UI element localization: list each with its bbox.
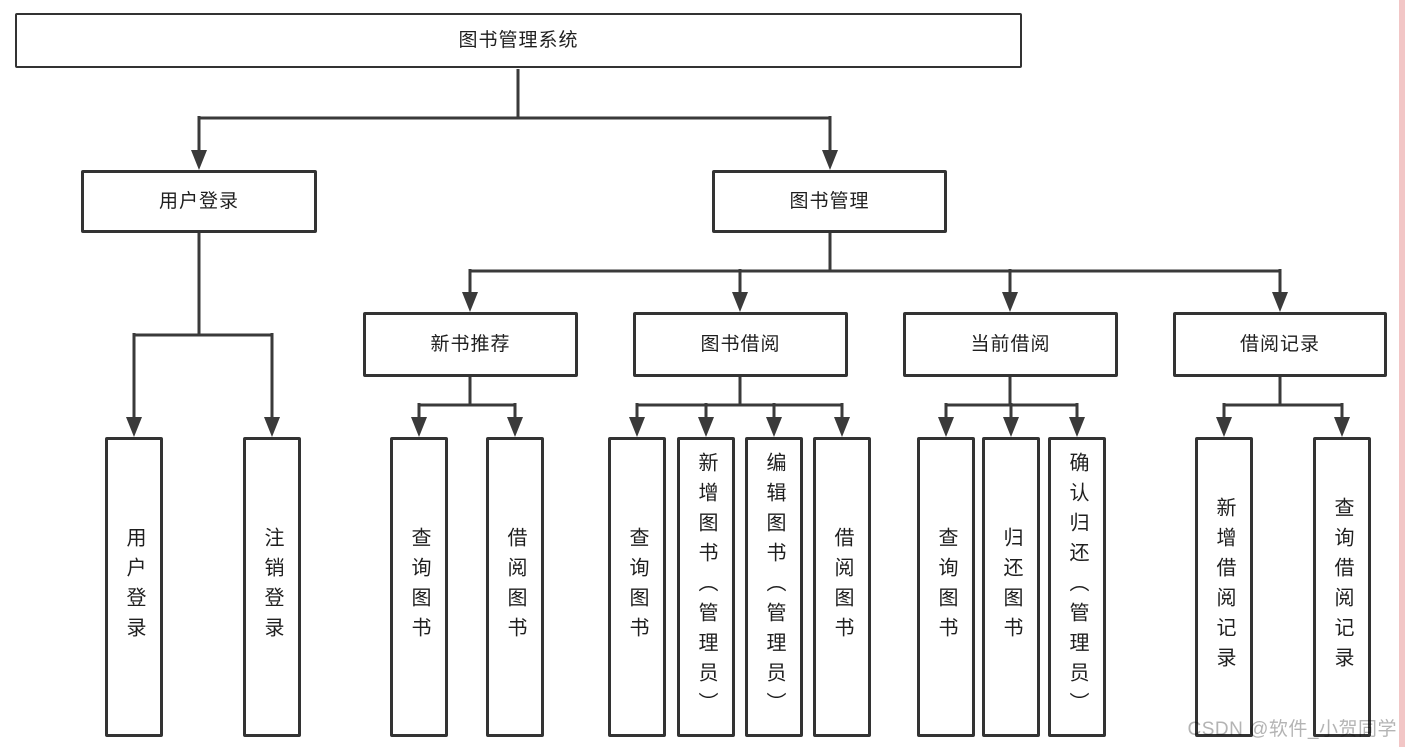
- leaf-add-borrow-record: 新增借阅记录: [1195, 437, 1253, 737]
- leaf-borrow-books-recommend: 借阅图书: [486, 437, 544, 737]
- node-borrowing-records: 借阅记录: [1173, 312, 1387, 377]
- leaf-edit-book-admin: 编辑图书（管理员）: [745, 437, 803, 737]
- leaf-query-borrow-record: 查询借阅记录: [1313, 437, 1371, 737]
- node-book-management-label: 图书管理: [789, 191, 870, 212]
- node-new-book-recommend: 新书推荐: [363, 312, 578, 377]
- node-root-label: 图书管理系统: [458, 30, 579, 51]
- leaf-query-books-current: 查询图书: [917, 437, 975, 737]
- leaf-confirm-return-admin-label: 确认归还（管理员）: [1066, 452, 1088, 722]
- node-root: 图书管理系统: [15, 13, 1022, 68]
- leaf-return-books-label: 归还图书: [1000, 527, 1022, 647]
- node-current-borrowing-label: 当前借阅: [970, 334, 1051, 355]
- leaf-add-borrow-record-label: 新增借阅记录: [1213, 497, 1235, 677]
- node-borrowing-records-label: 借阅记录: [1239, 334, 1320, 355]
- node-user-login-label: 用户登录: [158, 191, 239, 212]
- right-edge-strip: [1399, 0, 1405, 747]
- leaf-borrow-books-recommend-label: 借阅图书: [504, 527, 526, 647]
- leaf-query-books-borrowing-label: 查询图书: [626, 527, 648, 647]
- leaf-edit-book-admin-label: 编辑图书（管理员）: [763, 452, 785, 722]
- leaf-add-book-admin: 新增图书（管理员）: [677, 437, 735, 737]
- leaf-return-books: 归还图书: [982, 437, 1040, 737]
- node-new-book-recommend-label: 新书推荐: [430, 334, 511, 355]
- watermark: CSDN @软件_小贺同学: [1187, 719, 1397, 740]
- leaf-logout: 注销登录: [243, 437, 301, 737]
- leaf-logout-label: 注销登录: [261, 527, 283, 647]
- leaf-confirm-return-admin: 确认归还（管理员）: [1048, 437, 1106, 737]
- leaf-query-books-recommend-label: 查询图书: [408, 527, 430, 647]
- leaf-query-borrow-record-label: 查询借阅记录: [1331, 497, 1353, 677]
- leaf-borrow-books-borrowing-label: 借阅图书: [831, 527, 853, 647]
- leaf-borrow-books-borrowing: 借阅图书: [813, 437, 871, 737]
- leaf-query-books-recommend: 查询图书: [390, 437, 448, 737]
- leaf-query-books-borrowing: 查询图书: [608, 437, 666, 737]
- node-book-management: 图书管理: [712, 170, 947, 233]
- node-book-borrowing: 图书借阅: [633, 312, 848, 377]
- node-user-login: 用户登录: [81, 170, 317, 233]
- leaf-user-login: 用户登录: [105, 437, 163, 737]
- leaf-query-books-current-label: 查询图书: [935, 527, 957, 647]
- node-book-borrowing-label: 图书借阅: [700, 334, 781, 355]
- node-current-borrowing: 当前借阅: [903, 312, 1118, 377]
- leaf-add-book-admin-label: 新增图书（管理员）: [695, 452, 717, 722]
- leaf-user-login-label: 用户登录: [123, 527, 145, 647]
